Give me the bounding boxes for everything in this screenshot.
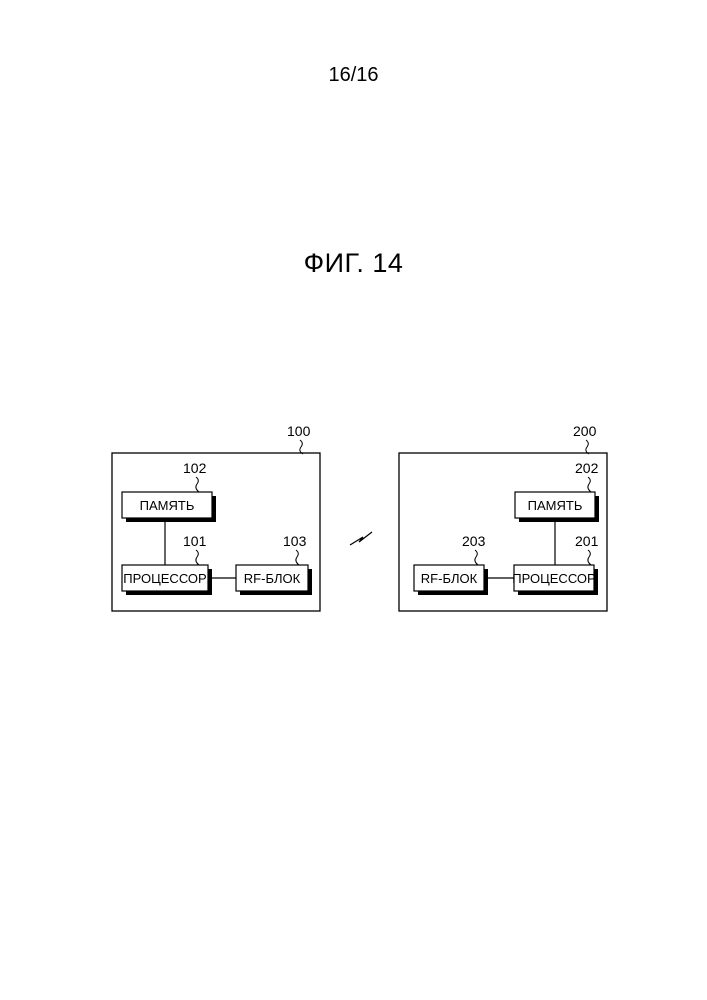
processor-label: ПРОЦЕССОР [512, 571, 595, 586]
memory-ref: 102 [183, 460, 207, 476]
device-100-leader [300, 440, 303, 454]
memory-label: ПАМЯТЬ [528, 498, 583, 513]
rf-ref: 203 [462, 533, 486, 549]
device-200-leader [586, 440, 589, 454]
device-200: 200 ПАМЯТЬ 202 RF-БЛОК 203 ПРОЦЕССОР 201 [399, 423, 607, 611]
rf-label: RF-БЛОК [244, 571, 301, 586]
memory-label: ПАМЯТЬ [140, 498, 195, 513]
memory-leader [588, 477, 591, 492]
device-100: 100 ПАМЯТЬ 102 ПРОЦЕССОР 101 RF-БЛОК 103 [112, 423, 320, 611]
device-100-ref: 100 [287, 423, 311, 439]
processor-label: ПРОЦЕССОР [123, 571, 206, 586]
rf-leader [475, 550, 478, 565]
processor-ref: 201 [575, 533, 599, 549]
processor-leader [588, 550, 591, 565]
processor-ref: 101 [183, 533, 207, 549]
memory-leader [196, 477, 199, 492]
wireless-link-icon [350, 532, 372, 545]
memory-ref: 202 [575, 460, 599, 476]
rf-label: RF-БЛОК [421, 571, 478, 586]
device-200-ref: 200 [573, 423, 597, 439]
rf-leader [296, 550, 299, 565]
rf-ref: 103 [283, 533, 307, 549]
processor-leader [196, 550, 199, 565]
